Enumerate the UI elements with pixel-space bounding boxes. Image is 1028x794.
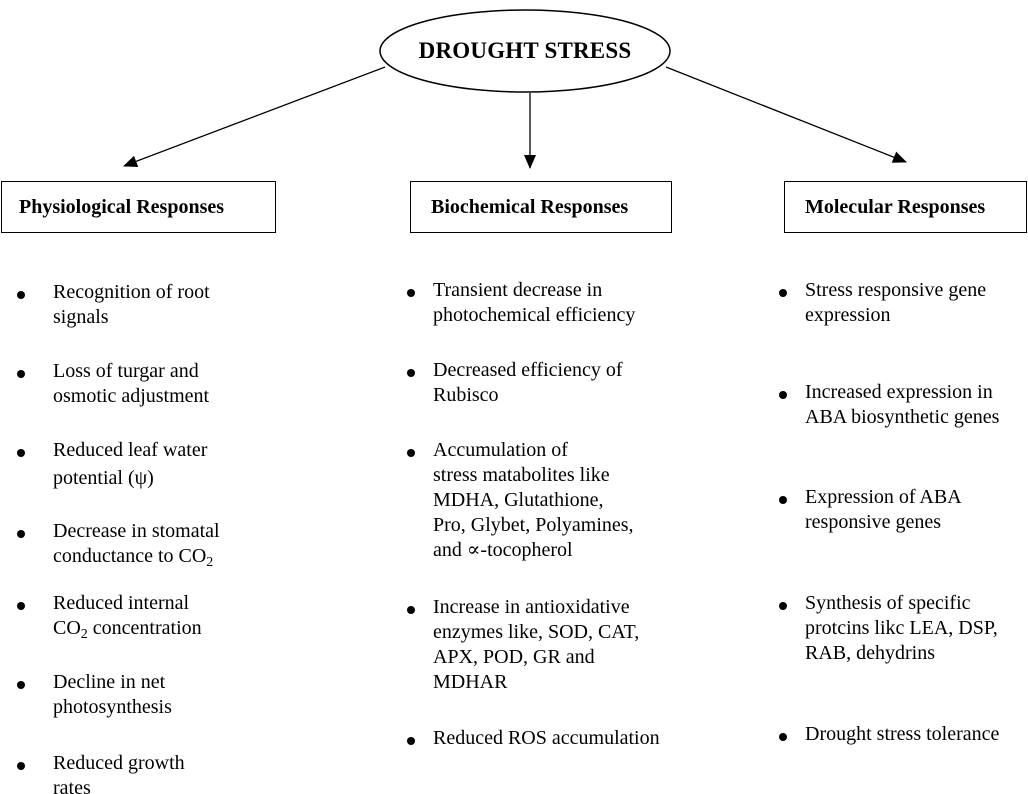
bullet-icon <box>779 733 787 741</box>
list-item: Increase in antioxidative enzymes like, … <box>407 595 639 695</box>
list-item: Reduced ROS accumulation <box>407 726 660 751</box>
list-item: Drought stress tolerance <box>779 722 999 747</box>
bullet-icon <box>17 370 25 378</box>
list-item: Reduced growth rates <box>17 751 185 794</box>
diagram-title: DROUGHT STRESS <box>380 10 670 92</box>
list-item: Reduced internal CO2 concentration <box>17 591 202 642</box>
molecular-heading: Molecular Responses <box>805 195 986 218</box>
bullet-icon <box>779 496 787 504</box>
list-item: Stress responsive gene expression <box>779 278 986 328</box>
arrow-to-molecular <box>665 66 907 163</box>
list-item: Accumulation of stress matabolites like … <box>407 438 634 563</box>
bullet-icon <box>779 391 787 399</box>
list-item: Decline in net photosynthesis <box>17 670 172 720</box>
bullet-icon <box>17 602 25 610</box>
list-item: Increased expression in ABA biosynthetic… <box>779 380 999 430</box>
bullet-icon <box>407 449 415 457</box>
molecular-responses-box: Molecular Responses <box>784 181 1027 233</box>
bullet-icon <box>17 291 25 299</box>
bullet-icon <box>407 369 415 377</box>
arrow-to-physiological <box>123 66 386 167</box>
list-item: Transient decrease in photochemical effi… <box>407 278 635 328</box>
title-oval-shape <box>379 9 671 93</box>
physiological-heading: Physiological Responses <box>19 195 225 218</box>
bullet-icon <box>779 602 787 610</box>
list-item: Decrease in stomatal conductance to CO2 <box>17 519 220 570</box>
bullet-icon <box>407 737 415 745</box>
list-item: Reduced leaf water potential (ψ) <box>17 438 207 491</box>
bullet-icon <box>779 289 787 297</box>
bullet-icon <box>407 289 415 297</box>
bullet-icon <box>17 449 25 457</box>
biochemical-heading: Biochemical Responses <box>431 195 629 218</box>
bullet-icon <box>17 681 25 689</box>
title-text: DROUGHT STRESS <box>418 38 632 63</box>
bullet-icon <box>407 606 415 614</box>
list-item: Expression of ABA responsive genes <box>779 485 962 535</box>
list-item: Recognition of root signals <box>17 280 210 330</box>
physiological-responses-box: Physiological Responses <box>1 181 276 233</box>
list-item: Loss of turgar and osmotic adjustment <box>17 359 209 409</box>
list-item: Decreased efficiency of Rubisco <box>407 358 623 408</box>
list-item: Synthesis of specific protcins likc LEA,… <box>779 591 998 666</box>
bullet-icon <box>17 762 25 770</box>
bullet-icon <box>17 530 25 538</box>
biochemical-responses-box: Biochemical Responses <box>410 181 672 233</box>
